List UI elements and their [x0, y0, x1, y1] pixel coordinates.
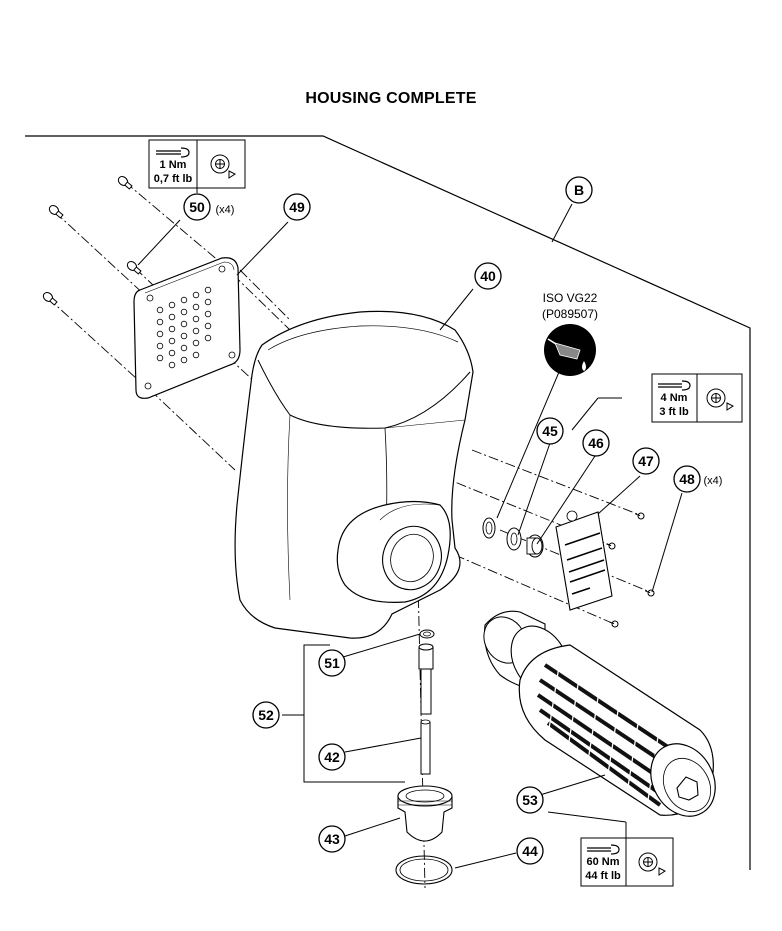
callout-44: 44 [522, 843, 538, 859]
seal-washer-45 [506, 527, 522, 551]
quantity-50: (x4) [216, 204, 235, 216]
callout-42: 42 [324, 749, 340, 765]
torque-2-nm: 4 Nm [661, 392, 688, 404]
cover-plate-49 [133, 257, 241, 399]
leader-lines [137, 175, 683, 869]
tighten-rotation-icon [210, 154, 236, 179]
torque-box-3 [580, 837, 674, 887]
housing-40 [234, 310, 474, 639]
callout-51: 51 [324, 655, 340, 671]
lubricant-code: (P089507) [542, 307, 598, 321]
nameplate-47 [555, 510, 613, 611]
callout-49: 49 [289, 199, 305, 215]
o-ring-44 [395, 855, 453, 885]
screw-50-set [42, 176, 142, 306]
callout-circles [183, 176, 701, 865]
wrench-icon [658, 380, 691, 391]
diagram-title: HOUSING COMPLETE [305, 90, 477, 107]
callout-53: 53 [522, 792, 538, 808]
callout-45: 45 [542, 423, 558, 439]
callout-47: 47 [638, 453, 654, 469]
oil-can-icon [544, 324, 596, 376]
screw-48-set [606, 512, 655, 628]
view-boundary [25, 135, 751, 870]
torque-box-2 [651, 373, 743, 423]
callout-50: 50 [189, 199, 205, 215]
assembly-bracket-52 [282, 644, 405, 783]
valve-stem-assembly [418, 643, 434, 715]
quantity-48: (x4) [704, 475, 723, 487]
torque-box-1 [148, 139, 246, 189]
lubricant-name: ISO VG22 [543, 291, 598, 305]
pin-42 [420, 719, 431, 775]
torque-3-ftlb: 44 ft lb [585, 870, 621, 882]
tighten-rotation-icon [706, 388, 734, 411]
wrench-icon [587, 844, 620, 855]
callout-48: 48 [679, 471, 695, 487]
callout-46: 46 [588, 435, 604, 451]
oil-plug-bushing [482, 517, 496, 539]
callout-40: 40 [480, 268, 496, 284]
bushing-43 [397, 785, 453, 842]
wrench-icon [156, 147, 190, 158]
view-label-b: B [574, 182, 584, 198]
torque-1-ftlb: 0,7 ft lb [154, 173, 193, 185]
torque-1-nm: 1 Nm [160, 159, 187, 171]
torque-3-nm: 60 Nm [586, 856, 619, 868]
filter-cartridge-53 [483, 610, 716, 817]
callout-52: 52 [258, 707, 274, 723]
o-ring-51 [419, 629, 435, 639]
callout-43: 43 [324, 831, 340, 847]
torque-2-ftlb: 3 ft lb [659, 406, 689, 418]
tighten-rotation-icon [638, 852, 666, 876]
